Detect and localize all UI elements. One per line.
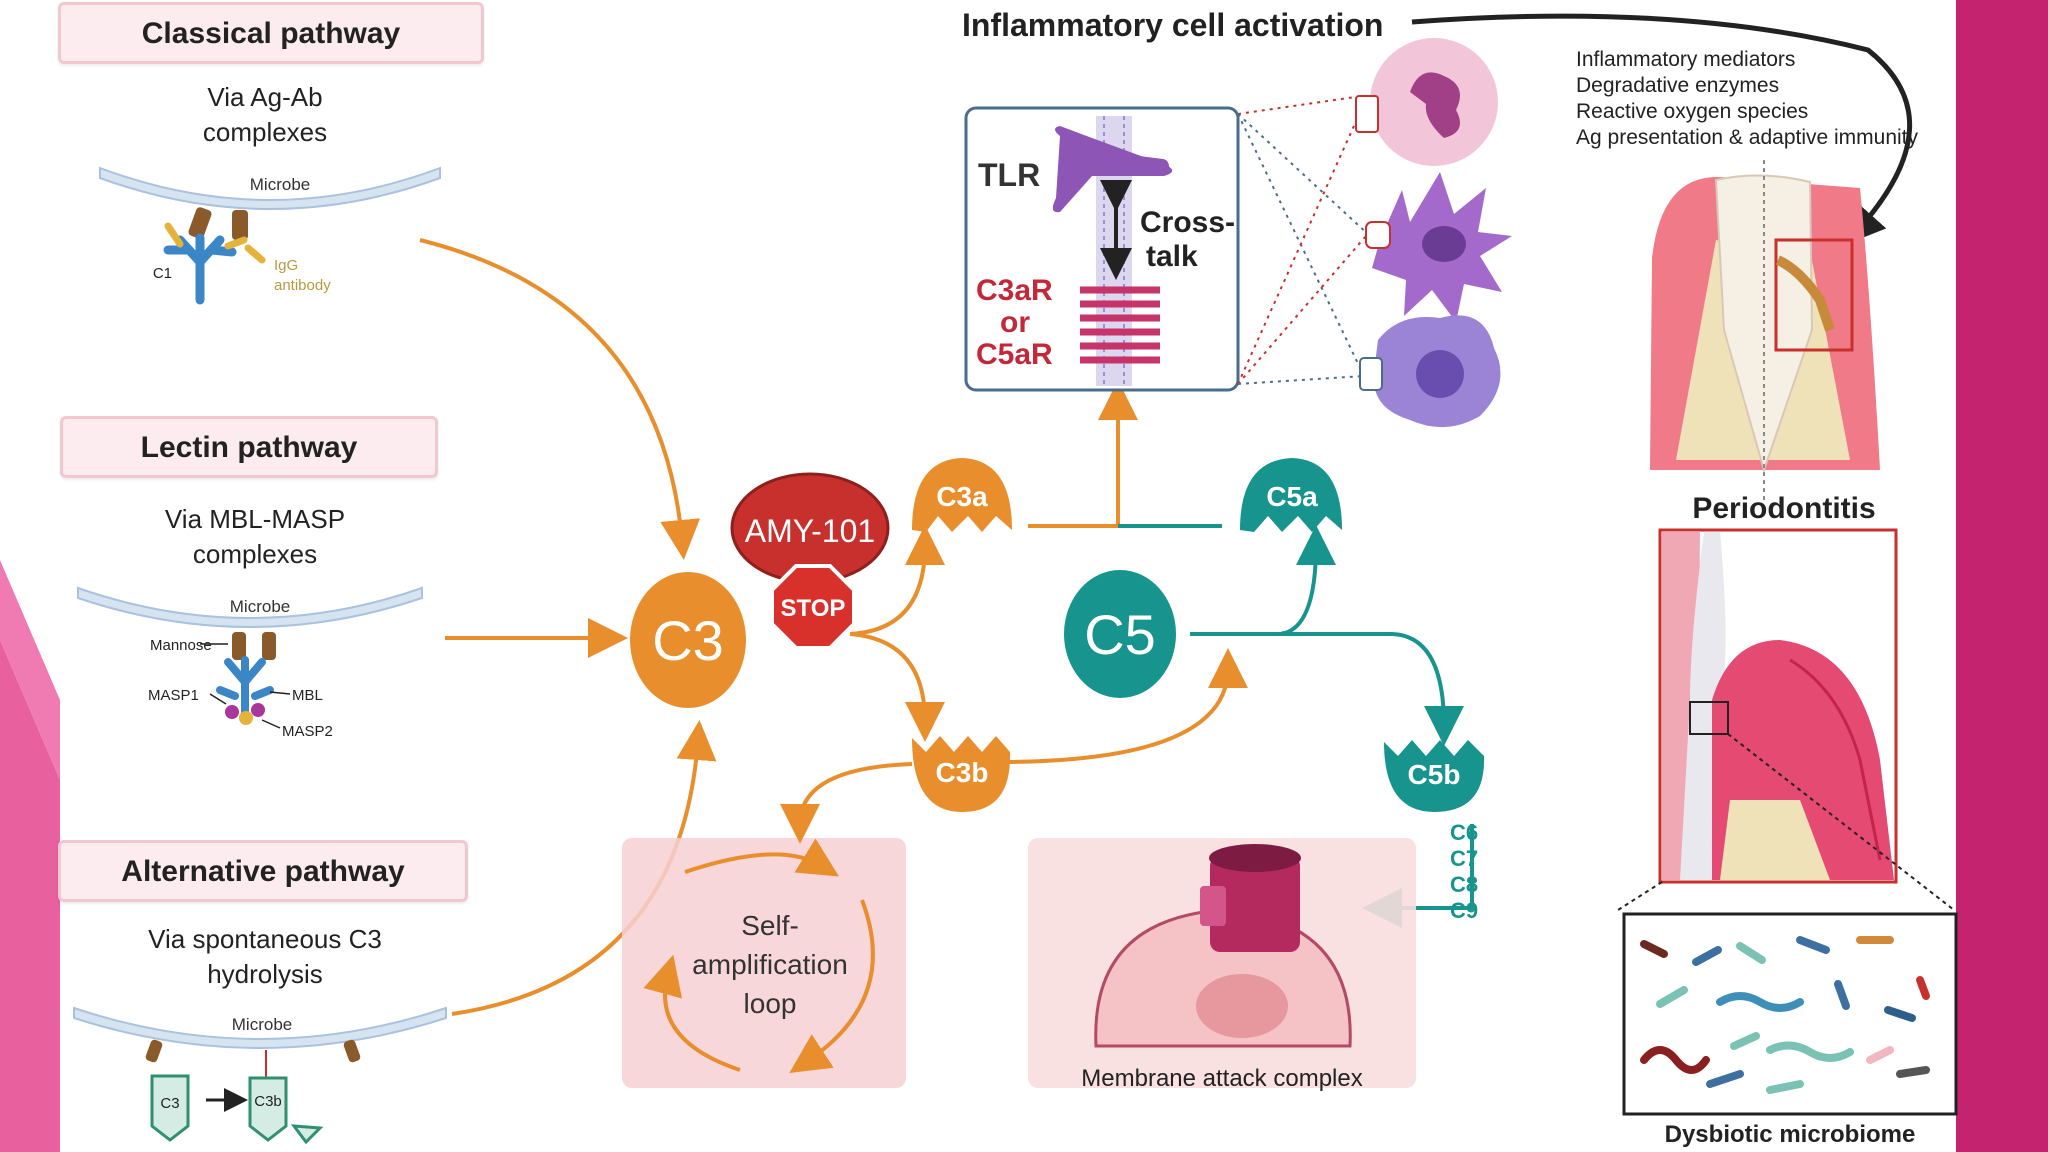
- c3a-node: C3a: [912, 458, 1012, 532]
- classical-microbe-label: Microbe: [250, 175, 310, 194]
- classical-desc-line2: complexes: [202, 117, 328, 147]
- crosstalk-line2: talk: [1146, 240, 1198, 273]
- c5-node: C5: [1064, 570, 1176, 698]
- igg-label: IgG: [274, 257, 298, 274]
- mbl-label: MBL: [292, 687, 323, 704]
- membrane-attack-complex-box: Membrane attack complex: [1028, 838, 1416, 1092]
- tlr-label: TLR: [978, 157, 1040, 193]
- c9-label: C9: [1450, 898, 1478, 923]
- c3b-node: C3b: [912, 736, 1011, 812]
- c1-label: C1: [153, 265, 172, 282]
- microbiome-label: Dysbiotic microbiome: [1665, 1121, 1916, 1148]
- lectin-microbe-label: Microbe: [230, 597, 290, 616]
- lectin-microbe-illustration: Microbe Mannose MASP1 MBL MASP2: [77, 586, 423, 740]
- mac-component-list: C6 C7 C8 C9: [1450, 820, 1478, 923]
- classical-desc-line1: Via Ag-Ab: [207, 82, 323, 112]
- macrophage-cell: [1359, 315, 1501, 428]
- alternative-microbe-label: Microbe: [232, 1015, 292, 1034]
- alternative-pathway-title: Alternative pathway: [58, 840, 468, 902]
- c5b-node: C5b: [1384, 740, 1485, 812]
- tooth-illustration: [1650, 160, 1880, 500]
- c5-label: C5: [1084, 603, 1156, 666]
- classical-pathway-title: Classical pathway: [58, 2, 484, 64]
- stop-sign: STOP: [770, 564, 856, 650]
- receptor-to-cells-lines: [1237, 95, 1371, 385]
- outcome-3: Reactive oxygen species: [1576, 100, 1808, 123]
- amy101-inhibitor: AMY-101: [730, 472, 890, 584]
- stop-label: STOP: [781, 595, 846, 622]
- periodontitis-label: Periodontitis: [1692, 492, 1875, 525]
- alternative-pathway-desc: Via spontaneous C3 hydrolysis: [110, 922, 420, 992]
- masp2-label: MASP2: [282, 723, 333, 740]
- c3-node: C3: [630, 572, 746, 708]
- mac-label: Membrane attack complex: [1081, 1065, 1362, 1092]
- c3ar-label: C3aR: [976, 274, 1053, 307]
- receptor-box: TLR Cross- talk C3aR or C5aR: [964, 106, 1240, 392]
- microbiome-box: Dysbiotic microbiome: [1622, 912, 1958, 1148]
- mannose-label: Mannose: [150, 637, 212, 654]
- c7-label: C7: [1450, 846, 1478, 871]
- lectin-pathway-desc: Via MBL-MASP complexes: [130, 502, 380, 572]
- c8-label: C8: [1450, 872, 1478, 897]
- c5a-label: C5a: [1266, 481, 1318, 512]
- classical-pathway-desc: Via Ag-Ab complexes: [145, 80, 385, 150]
- masp1-label: MASP1: [148, 687, 199, 704]
- or-label: or: [1000, 306, 1030, 339]
- neutrophil-cell: [1355, 38, 1498, 166]
- activation-to-periodontitis-arrow: [1411, 13, 1912, 245]
- alt-c3b-label: C3b: [254, 1093, 282, 1110]
- c5a-node: C5a: [1240, 458, 1342, 532]
- outcome-4: Ag presentation & adaptive immunity: [1576, 126, 1919, 149]
- c5ar-label: C5aR: [976, 338, 1053, 371]
- c6-label: C6: [1450, 820, 1478, 845]
- alternative-microbe-illustration: Microbe C3 C3b: [73, 1006, 447, 1145]
- loop-line2: amplification: [692, 949, 848, 980]
- c3b-label: C3b: [936, 757, 989, 788]
- classical-microbe-illustration: Microbe C1 IgG antibody: [99, 166, 441, 305]
- lectin-desc-line1: Via MBL-MASP: [164, 504, 346, 534]
- self-amplification-box: Self- amplification loop: [622, 838, 906, 1088]
- alternative-desc-line1: Via spontaneous C3: [148, 924, 382, 954]
- right-ribbon: [1956, 0, 2048, 1152]
- antibody-label: antibody: [274, 277, 331, 294]
- lectin-desc-line2: complexes: [192, 539, 318, 569]
- c3a-label: C3a: [936, 481, 988, 512]
- c5b-label: C5b: [1408, 759, 1461, 790]
- alternative-desc-line2: hydrolysis: [207, 959, 323, 989]
- lectin-pathway-title: Lectin pathway: [60, 416, 438, 478]
- loop-line3: loop: [744, 988, 797, 1019]
- left-ribbon: [0, 560, 60, 1152]
- alt-c3-label: C3: [160, 1095, 179, 1112]
- crosstalk-line1: Cross-: [1140, 206, 1235, 239]
- c3-label: C3: [652, 609, 724, 672]
- dendritic-cell: [1365, 172, 1512, 322]
- amy101-label: AMY-101: [745, 513, 875, 549]
- loop-line1: Self-: [741, 910, 799, 941]
- outcome-1: Inflammatory mediators: [1576, 48, 1795, 71]
- outcome-2: Degradative enzymes: [1576, 74, 1779, 97]
- activation-title: Inflammatory cell activation: [962, 7, 1383, 43]
- periodontal-pocket-detail: [1617, 528, 1955, 911]
